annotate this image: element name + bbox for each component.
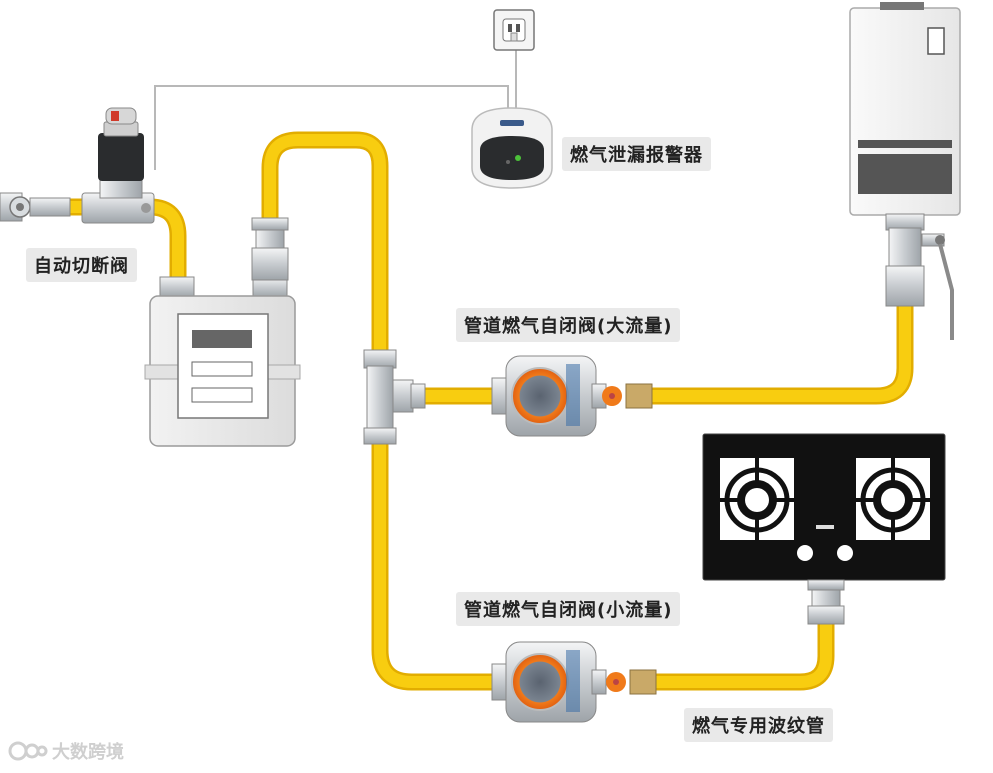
label-self-closing-valve-large: 管道燃气自闭阀(大流量) xyxy=(456,308,681,342)
meter-outlet-fitting xyxy=(251,217,289,281)
label-gas-leak-alarm: 燃气泄漏报警器 xyxy=(562,137,711,171)
self-closing-valve-large xyxy=(491,355,653,437)
watermark-logo-icon xyxy=(8,741,48,761)
gas-pipes xyxy=(61,131,914,691)
auto-shutoff-valve xyxy=(81,107,155,224)
label-auto-shutoff-valve: 自动切断阀 xyxy=(26,248,137,282)
gas-leak-alarm-device xyxy=(471,107,553,189)
tee-fitting xyxy=(363,349,426,445)
label-corrugated-pipe: 燃气专用波纹管 xyxy=(684,708,833,742)
self-closing-valve-small xyxy=(491,641,657,723)
gas-meter xyxy=(144,276,301,447)
stove-inlet-fitting xyxy=(807,579,845,625)
alarm-wiring xyxy=(154,48,517,170)
inlet-fitting xyxy=(0,192,71,222)
watermark: 大数跨境 xyxy=(8,738,124,764)
water-heater xyxy=(849,2,961,340)
gas-stove xyxy=(702,433,946,581)
watermark-text: 大数跨境 xyxy=(52,742,124,763)
power-socket xyxy=(493,9,535,51)
label-self-closing-valve-small: 管道燃气自闭阀(小流量) xyxy=(456,592,681,626)
